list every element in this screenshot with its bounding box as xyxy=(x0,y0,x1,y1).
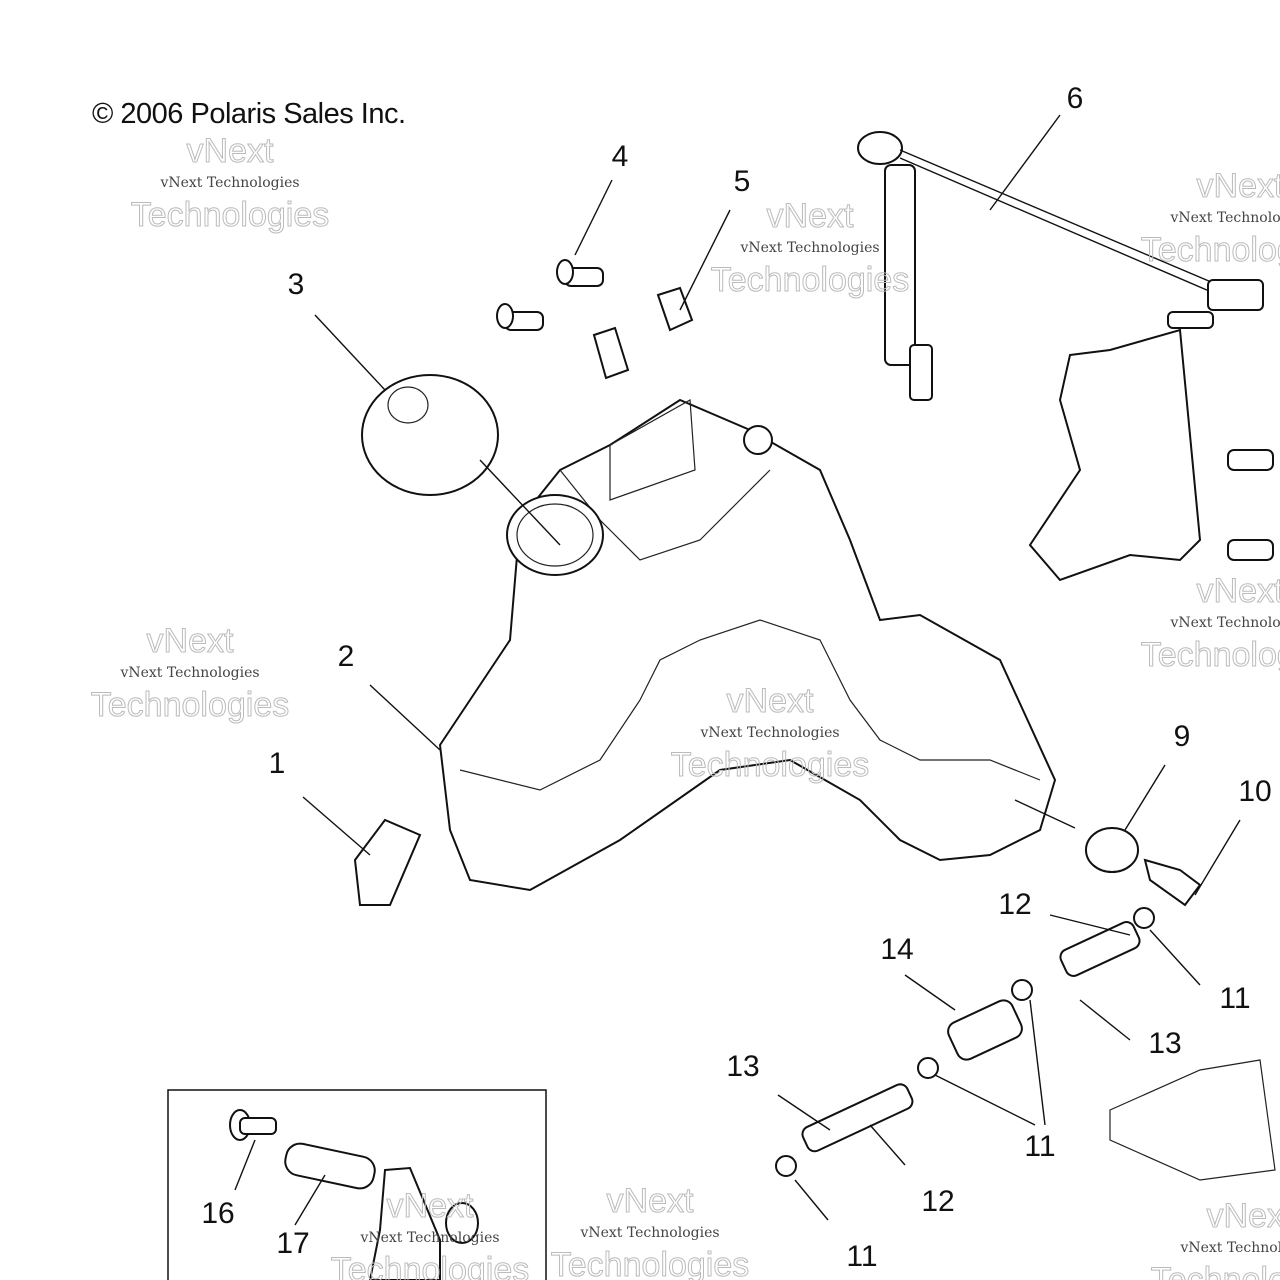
watermark-text: Technologies xyxy=(1141,231,1280,269)
watermark-text: vNext Technologies xyxy=(699,725,839,741)
watermark-text: vNext xyxy=(1197,167,1280,205)
watermark-text: vNext Technologies xyxy=(359,1230,499,1246)
fuel-tank xyxy=(438,398,1057,892)
watermark-text: vNext xyxy=(1207,1197,1280,1235)
leader-line xyxy=(369,684,441,751)
leader-line xyxy=(1029,999,1046,1126)
watermark-text: vNext xyxy=(387,1187,474,1225)
callout-number-4: 4 xyxy=(612,140,629,173)
callout-number-11: 11 xyxy=(1219,982,1250,1015)
watermark-text: vNext Technologies xyxy=(739,240,879,256)
callout-number-9: 9 xyxy=(1174,720,1191,753)
bolts xyxy=(353,259,694,906)
watermark-text: Technologies xyxy=(711,261,909,299)
watermark-text: Technologies xyxy=(1151,1261,1280,1280)
watermark-text: vNext Technologies xyxy=(1169,210,1280,226)
callout-number-13: 13 xyxy=(1148,1027,1181,1060)
leader-line xyxy=(989,114,1061,211)
leader-line xyxy=(1149,929,1201,986)
leader-line xyxy=(679,209,731,311)
callout-number-17: 17 xyxy=(276,1227,309,1260)
watermark-text: vNext xyxy=(187,132,274,170)
watermark-text: vNext Technologies xyxy=(1179,1240,1280,1256)
mounting-bracket xyxy=(1028,311,1274,582)
leader-line xyxy=(1194,819,1241,896)
callout-number-6: 6 xyxy=(1067,82,1084,115)
callout-number-11: 11 xyxy=(1024,1130,1055,1163)
leader-line xyxy=(234,1139,256,1191)
callout-number-16: 16 xyxy=(201,1197,234,1230)
callout-number-13: 13 xyxy=(726,1050,759,1083)
callout-number-10: 10 xyxy=(1238,775,1271,808)
watermark-text: Technologies xyxy=(671,746,869,784)
inset-detail xyxy=(167,1089,547,1280)
callout-number-11: 11 xyxy=(846,1240,877,1273)
watermark-text: vNext Technologies xyxy=(159,175,299,191)
watermark-text: vNext xyxy=(147,622,234,660)
watermark-text: Technologies xyxy=(91,686,289,724)
leader-line xyxy=(1079,999,1131,1041)
fuel-level-sender xyxy=(857,131,1264,401)
leader-line xyxy=(314,314,386,391)
leader-line xyxy=(1049,914,1131,936)
watermark-text: Technologies xyxy=(1141,636,1280,674)
leader-line xyxy=(904,974,956,1011)
callout-number-3: 3 xyxy=(288,268,305,301)
fuel-line-parts xyxy=(775,827,1276,1181)
leader-line xyxy=(574,179,613,256)
callout-number-14: 14 xyxy=(880,933,913,966)
watermark-text: Technologies xyxy=(331,1251,529,1280)
leader-line xyxy=(1014,799,1076,829)
leader-line xyxy=(777,1094,831,1131)
copyright-text: © 2006 Polaris Sales Inc. xyxy=(92,98,406,130)
leader-line xyxy=(479,459,561,546)
callout-number-12: 12 xyxy=(921,1185,954,1218)
watermark-text: vNext xyxy=(727,682,814,720)
leader-line xyxy=(934,1074,1036,1126)
watermark-text: vNext Technologies xyxy=(579,1225,719,1241)
watermark-text: Technologies xyxy=(131,196,329,234)
leader-line xyxy=(302,796,371,856)
watermark-text: vNext Technologies xyxy=(119,665,259,681)
leader-line xyxy=(1124,764,1166,831)
callout-number-2: 2 xyxy=(338,640,355,673)
callout-number-5: 5 xyxy=(734,165,751,198)
callout-number-12: 12 xyxy=(998,888,1031,921)
watermark-text: Technologies xyxy=(551,1246,749,1280)
leader-line xyxy=(794,1179,829,1221)
fuel-cap xyxy=(361,374,499,496)
leader-line xyxy=(294,1174,326,1226)
watermark-text: vNext xyxy=(1197,572,1280,610)
watermark-text: vNext Technologies xyxy=(1169,615,1280,631)
leader-line xyxy=(869,1124,906,1166)
watermark-text: vNext xyxy=(607,1182,694,1220)
watermark-text: vNext xyxy=(767,197,854,235)
callout-number-1: 1 xyxy=(269,747,286,780)
